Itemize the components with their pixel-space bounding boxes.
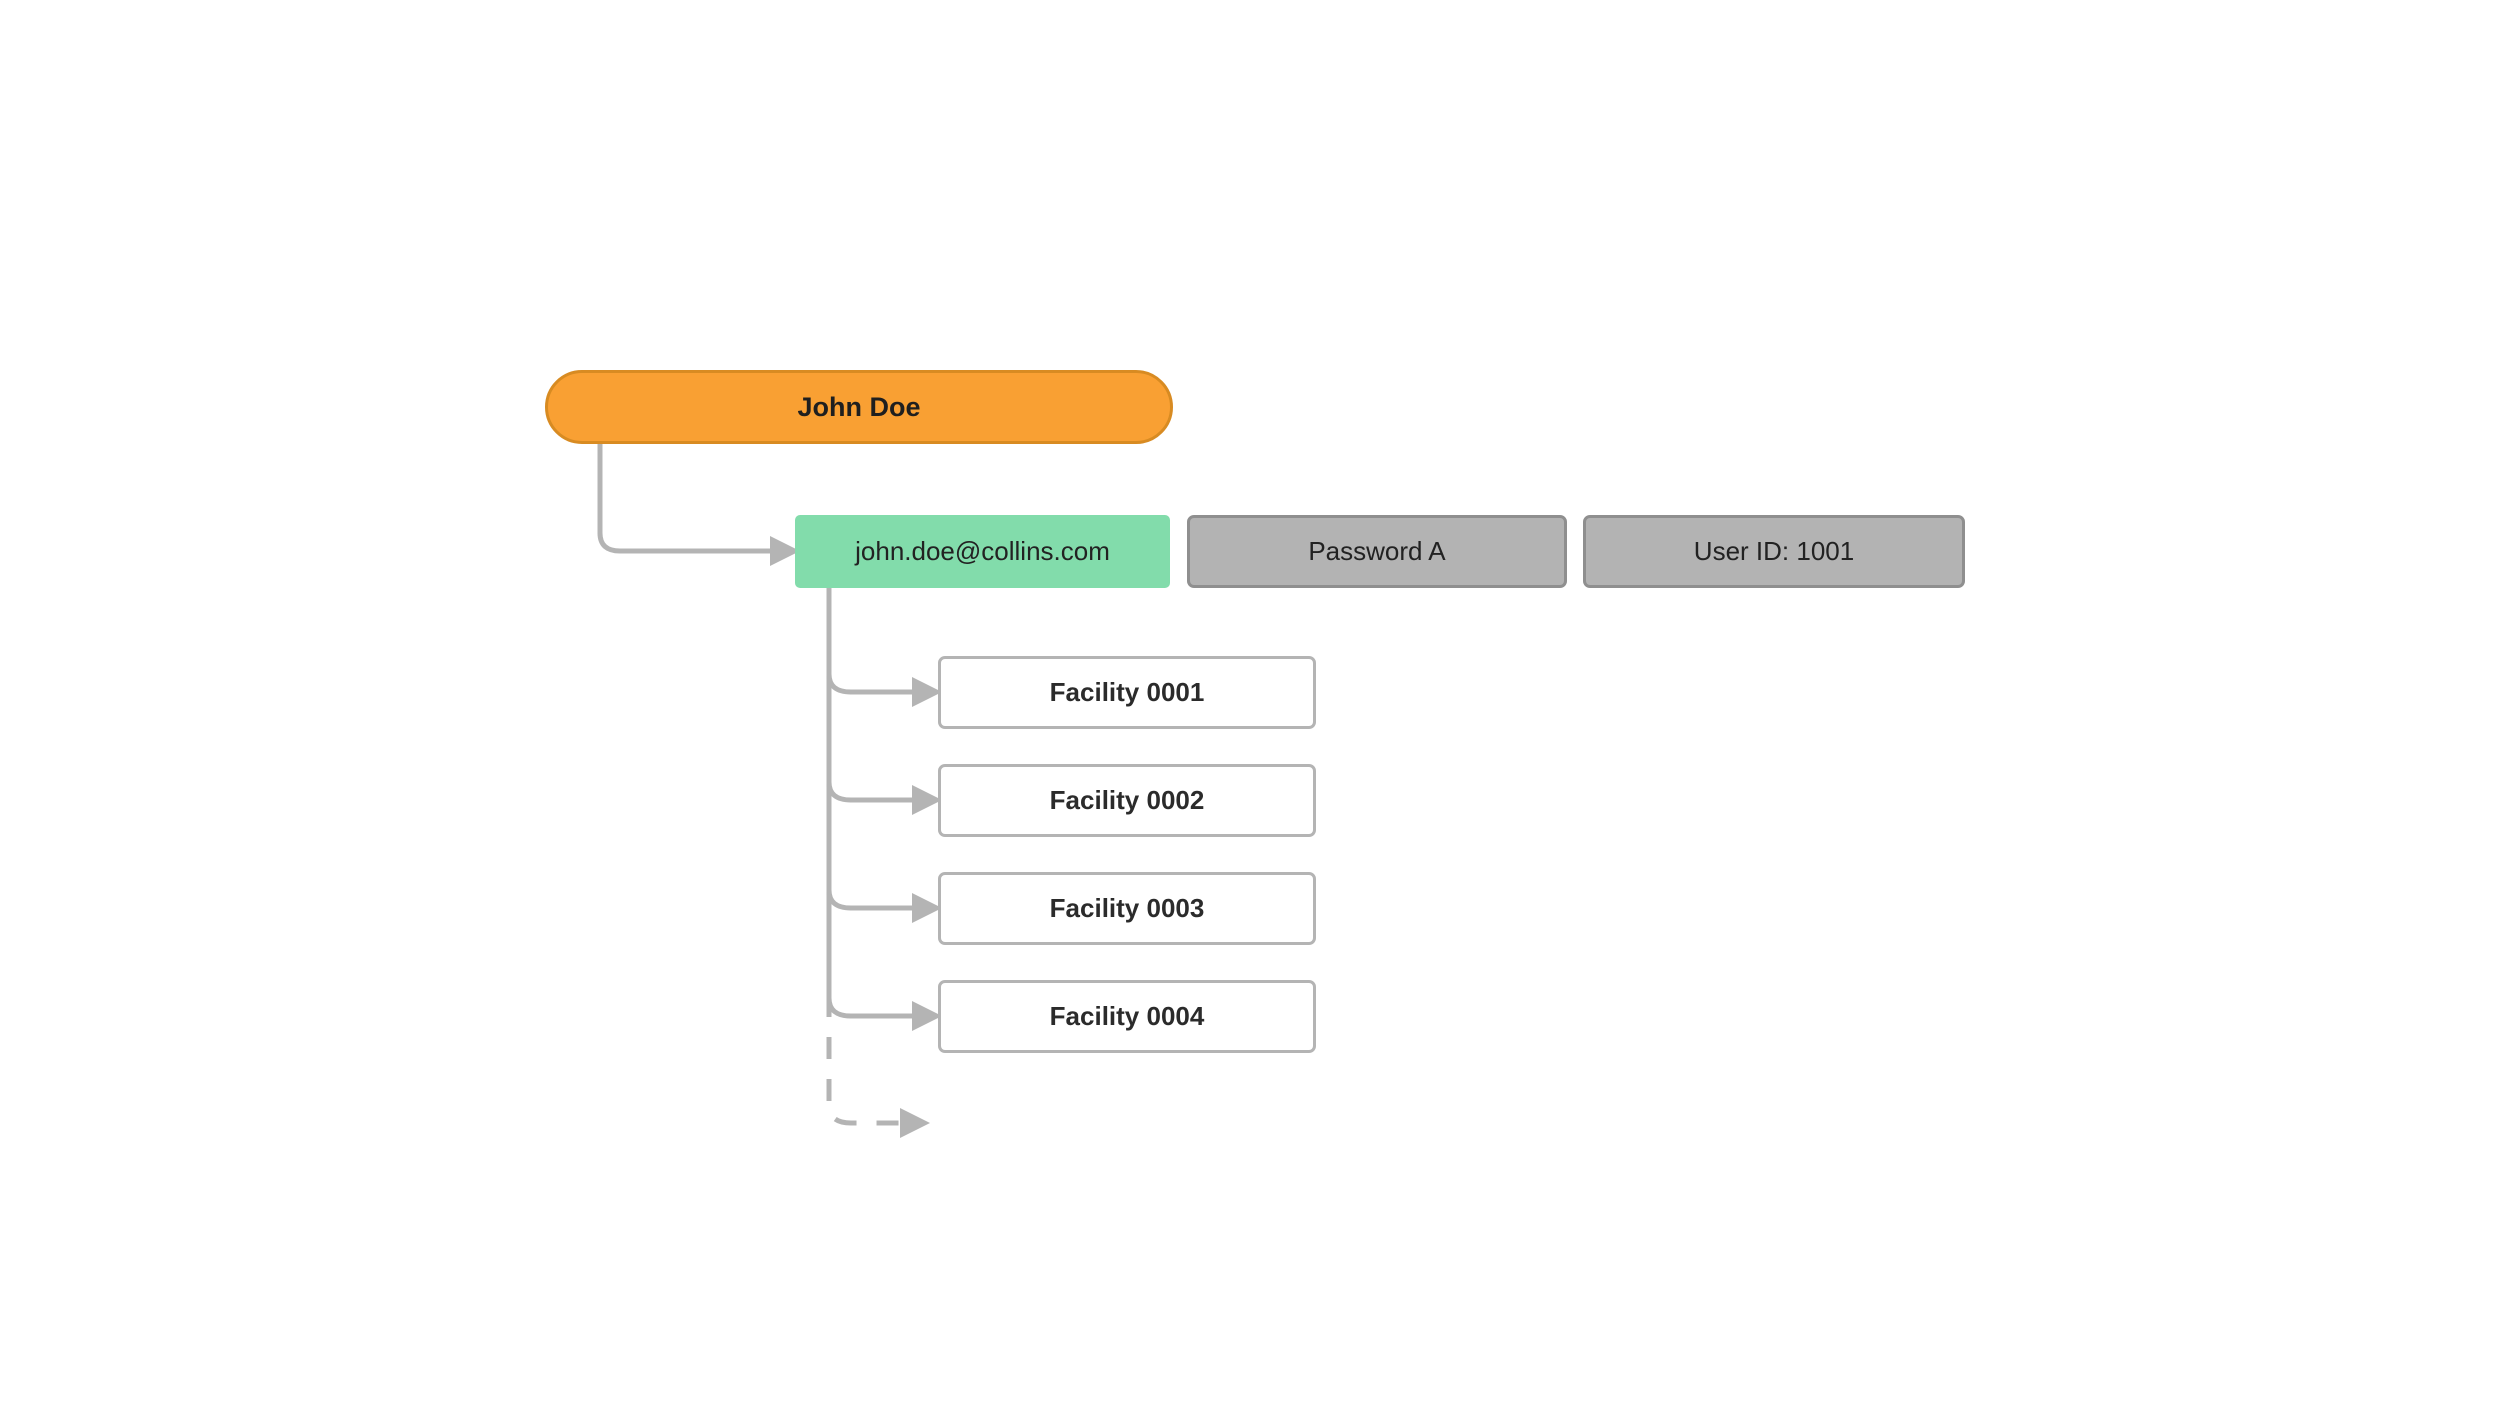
edge-email-to-facility-0003 xyxy=(826,889,942,923)
edge-email-to-facility-0004 xyxy=(826,997,942,1031)
node-facility-0004[interactable]: Facility 0004 xyxy=(938,980,1316,1053)
edge-email-to-facility-0002 xyxy=(826,781,942,815)
edge-email-to-facility-0001 xyxy=(826,673,942,707)
node-facility-0003-label: Facility 0003 xyxy=(1049,892,1205,923)
node-user-id[interactable]: User ID: 1001 xyxy=(1583,515,1965,588)
node-facility-0003[interactable]: Facility 0003 xyxy=(938,872,1316,945)
node-facility-0002-label: Facility 0002 xyxy=(1049,784,1205,815)
node-facility-0001[interactable]: Facility 0001 xyxy=(938,656,1316,729)
node-user-id-label: User ID: 1001 xyxy=(1693,535,1855,566)
edge-root-to-email xyxy=(597,444,800,566)
node-email-label: john.doe@collins.com xyxy=(855,535,1110,566)
node-facility-0002[interactable]: Facility 0002 xyxy=(938,764,1316,837)
node-person-root[interactable]: John Doe xyxy=(545,370,1173,444)
edge-continuation-dashed xyxy=(826,995,930,1138)
node-facility-0001-label: Facility 0001 xyxy=(1049,676,1205,707)
node-password[interactable]: Password A xyxy=(1187,515,1567,588)
node-password-label: Password A xyxy=(1308,535,1446,566)
node-person-root-label: John Doe xyxy=(797,391,921,422)
node-facility-0004-label: Facility 0004 xyxy=(1049,1000,1205,1031)
node-email[interactable]: john.doe@collins.com xyxy=(795,515,1170,588)
